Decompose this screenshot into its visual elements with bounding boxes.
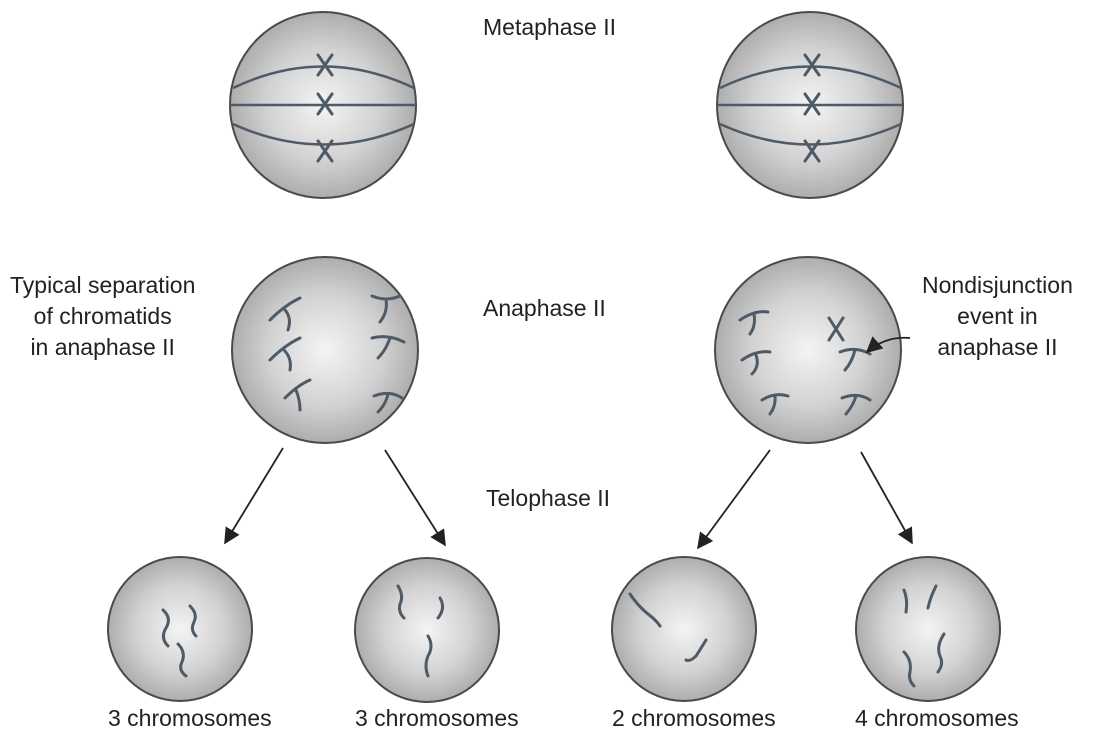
annotation-line: anaphase II xyxy=(922,332,1073,363)
nondisjunction-annotation: Nondisjunction event in anaphase II xyxy=(922,270,1073,363)
anaphase-cell-left xyxy=(232,257,418,443)
telophase-ii-label: Telophase II xyxy=(486,483,610,514)
annotation-line: Nondisjunction xyxy=(922,270,1073,301)
daughter-cell-1 xyxy=(108,557,252,701)
metaphase-cell-left xyxy=(230,12,416,198)
anaphase-ii-label: Anaphase II xyxy=(483,293,606,324)
arrow-to-daughter-4 xyxy=(861,452,912,543)
typical-separation-annotation: Typical separation of chromatids in anap… xyxy=(10,270,195,363)
daughter-cell-1-label: 3 chromosomes xyxy=(108,703,272,734)
metaphase-cell-right xyxy=(717,12,903,198)
annotation-line: in anaphase II xyxy=(10,332,195,363)
arrow-to-daughter-1 xyxy=(225,448,283,543)
metaphase-ii-label: Metaphase II xyxy=(483,12,616,43)
annotation-line: Typical separation xyxy=(10,270,195,301)
daughter-cell-2-label: 3 chromosomes xyxy=(355,703,519,734)
daughter-cell-3-label: 2 chromosomes xyxy=(612,703,776,734)
daughter-cell-4 xyxy=(856,557,1000,701)
arrow-to-daughter-2 xyxy=(385,450,445,545)
annotation-line: of chromatids xyxy=(10,301,195,332)
daughter-cell-3 xyxy=(612,557,756,701)
daughter-cell-4-label: 4 chromosomes xyxy=(855,703,1019,734)
anaphase-cell-right xyxy=(715,257,901,443)
annotation-line: event in xyxy=(922,301,1073,332)
daughter-cell-2 xyxy=(355,558,499,702)
arrow-to-daughter-3 xyxy=(698,450,770,548)
